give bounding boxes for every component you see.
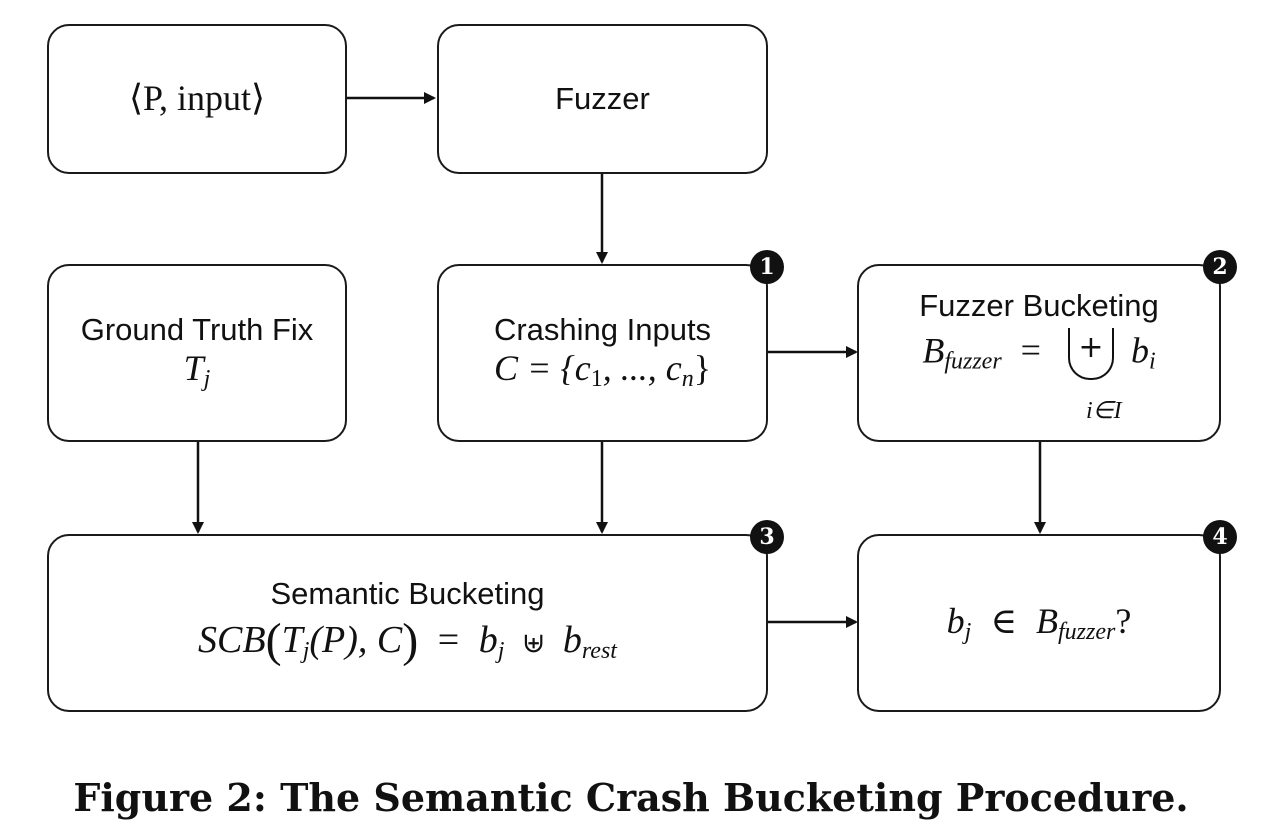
input-node: ⟨P, input⟩ (47, 24, 347, 174)
sem-t: T (281, 619, 303, 662)
sem-b: b (478, 619, 498, 662)
sem-b-sub: j (497, 638, 505, 665)
fb-sub: fuzzer (944, 347, 1002, 374)
ground-truth-var: T (183, 348, 204, 389)
crashing-inputs-math: C = {c1, ..., cn} (494, 347, 711, 394)
big-union-icon: + (1067, 327, 1114, 380)
res-b-sub: j (964, 618, 972, 645)
fb-var: B (922, 329, 945, 370)
sem-b2-sub: rest (581, 638, 617, 665)
res-q: ? (1115, 600, 1132, 641)
sem-t-sub: j (302, 638, 310, 665)
semantic-bucketing-math: SCB(Tj(P), C) = bj ⊎ brest (198, 614, 617, 668)
step-badge-3: 3 (750, 520, 784, 554)
figure-caption: Figure 2: The Semantic Crash Bucketing P… (73, 775, 1189, 820)
res-b: b (946, 600, 965, 641)
crashing-math-end: } (693, 348, 711, 389)
fuzzer-bucketing-label: Fuzzer Bucketing (919, 288, 1159, 323)
result-node: bj ∈ Bfuzzer? 4 (857, 520, 1237, 712)
fb-rhs-var: b (1130, 329, 1149, 370)
res-set: B (1036, 600, 1058, 641)
ground-truth-node: Ground Truth Fix Tj (47, 264, 347, 442)
fuzzer-bucketing-node: Fuzzer Bucketing Bfuzzer = + bi i∈I 2 (857, 250, 1237, 442)
sem-scb: SCB (198, 619, 266, 662)
crashing-inputs-node: Crashing Inputs C = {c1, ..., cn} 1 (437, 250, 784, 442)
sem-op: ⊎ (521, 628, 546, 660)
fuzzer-bucketing-math: Bfuzzer = + bi (922, 327, 1156, 380)
result-math: bj ∈ Bfuzzer? (947, 600, 1132, 647)
res-set-sub: fuzzer (1058, 618, 1116, 645)
fuzzer-node: Fuzzer (437, 24, 768, 174)
ground-truth-sub: j (203, 366, 211, 393)
crashing-math-a: C = {c (494, 348, 591, 389)
ground-truth-math: Tj (184, 347, 211, 394)
semantic-bucketing-label: Semantic Bucketing (270, 576, 545, 612)
fb-op: + (1078, 329, 1104, 365)
sem-args: (P), C (309, 619, 403, 662)
crashing-math-mid: , ..., c (602, 348, 682, 389)
ground-truth-label: Ground Truth Fix (80, 311, 314, 347)
res-in: ∈ (990, 600, 1017, 641)
crashing-sub1: 1 (590, 366, 603, 393)
fuzzer-label: Fuzzer (555, 81, 650, 117)
sem-b2: b (562, 619, 582, 662)
fb-eq: = (1020, 329, 1041, 370)
step-badge-2: 2 (1203, 250, 1237, 284)
fb-under-index: i∈I (1086, 398, 1122, 424)
semantic-bucketing-node: Semantic Bucketing SCB(Tj(P), C) = bj ⊎ … (47, 520, 784, 712)
input-node-text: ⟨P, input⟩ (128, 78, 266, 119)
step-badge-1: 1 (750, 250, 784, 284)
fb-rhs-sub: i (1148, 347, 1156, 374)
step-badge-4: 4 (1203, 520, 1237, 554)
crashing-subn: n (681, 366, 694, 393)
crashing-inputs-label: Crashing Inputs (493, 311, 712, 347)
sem-eq: = (437, 619, 460, 662)
